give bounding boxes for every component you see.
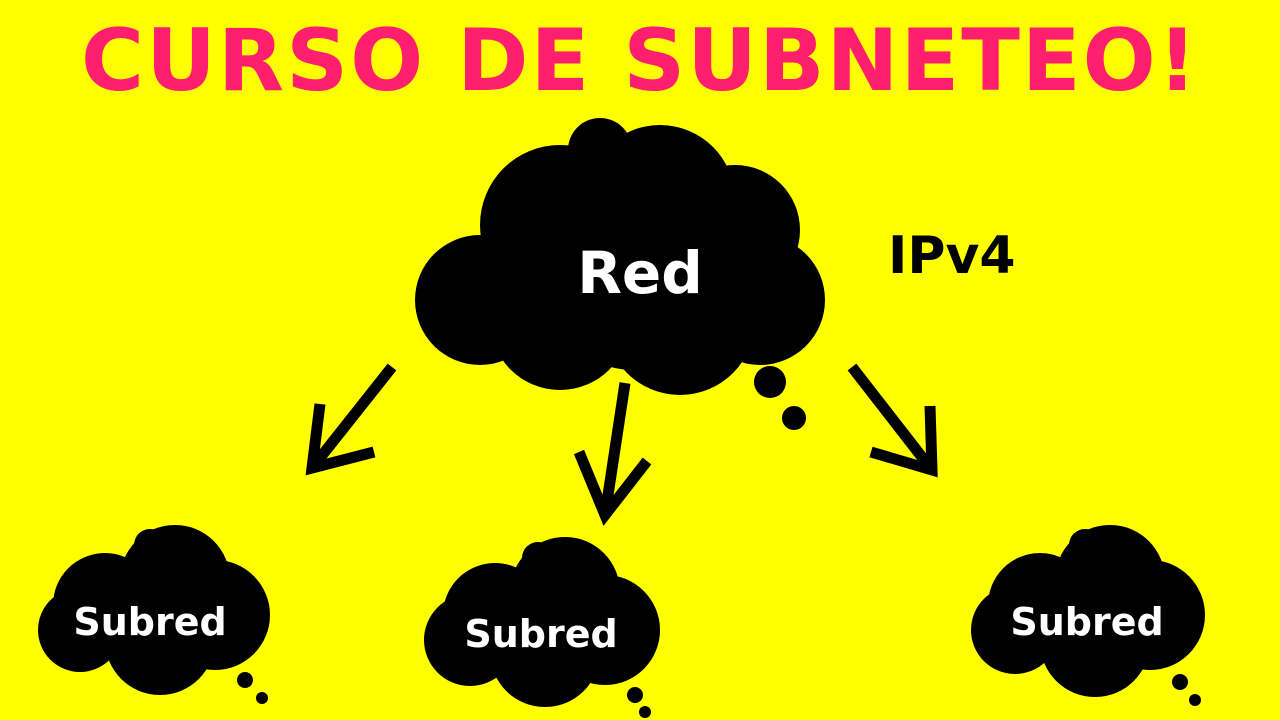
page-title: CURSO DE SUBNETEO! [80, 11, 1199, 111]
subnet-cloud-1 [38, 525, 270, 704]
arrow-right [847, 363, 938, 478]
arrow-left [305, 363, 397, 476]
subnet-label-3: Subred [1010, 600, 1164, 644]
subnet-cloud-3 [971, 525, 1205, 706]
main-cloud [415, 118, 825, 430]
arrow-center [573, 382, 652, 526]
subnet-cloud-2 [424, 537, 660, 718]
main-cloud-label: Red [577, 239, 703, 307]
subnet-label-2: Subred [464, 612, 618, 656]
subnet-label-1: Subred [73, 600, 227, 644]
protocol-label: IPv4 [888, 226, 1016, 286]
